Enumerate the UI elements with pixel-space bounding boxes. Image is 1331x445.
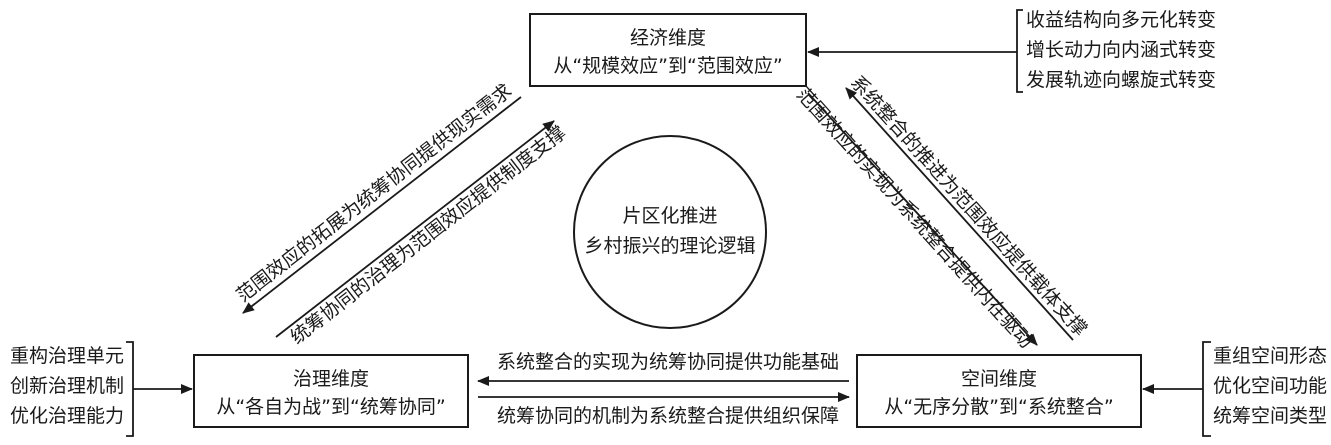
spatial-title: 空间维度 [961, 368, 1037, 390]
governance-item-2: 创新治理机制 [10, 375, 124, 397]
label-bottom-top: 系统整合的实现为统筹协同提供功能基础 [497, 351, 839, 373]
economic-item-2: 增长动力向内涵式转变 [1026, 39, 1216, 61]
spatial-item-3: 统筹空间类型 [1213, 405, 1327, 427]
economic-dimension-box: 经济维度 从“规模效应”到“范围效应” [529, 13, 807, 87]
spatial-subtitle: 从“无序分散”到“系统整合” [884, 396, 1113, 418]
spatial-item-1: 重组空间形态 [1213, 345, 1327, 367]
arrow-governance-to-economic [275, 120, 555, 338]
edge-governance-spatial: 系统整合的实现为统筹协同提供功能基础 统筹协同的机制为系统整合提供组织保障 [477, 351, 850, 427]
arrow-economic-to-governance [242, 96, 522, 314]
governance-item-3: 优化治理能力 [10, 405, 124, 427]
spatial-dimension-box: 空间维度 从“无序分散”到“系统整合” [856, 354, 1142, 428]
economic-title: 经济维度 [630, 27, 706, 49]
spatial-measures: 重组空间形态 优化空间功能 统筹空间类型 [1142, 341, 1327, 437]
label-bottom-bottom: 统筹协同的机制为系统整合提供组织保障 [497, 405, 839, 427]
center-line2: 乡村振兴的理论逻辑 [584, 235, 755, 257]
edge-economic-governance: 范围效应的拓展为统筹协同提供现实需求 统筹协同的治理为范围效应提供制度支撑 [232, 80, 570, 349]
center-concept: 片区化推进 乡村振兴的理论逻辑 [573, 135, 767, 329]
economic-item-3: 发展轨迹向螺旋式转变 [1026, 69, 1216, 91]
economic-transformations: 收益结构向多元化转变 增长动力向内涵式转变 发展轨迹向螺旋式转变 [807, 9, 1216, 93]
spatial-item-2: 优化空间功能 [1213, 375, 1327, 397]
economic-subtitle: 从“规模效应”到“范围效应” [553, 55, 782, 77]
arrow-spatial-to-economic [845, 87, 1074, 341]
economic-item-1: 收益结构向多元化转变 [1026, 9, 1216, 31]
spatial-bracket [1202, 341, 1211, 437]
governance-subtitle: 从“各自为战”到“统筹协同” [216, 396, 445, 418]
arrow-economic-to-spatial [807, 92, 1038, 346]
governance-bracket [126, 341, 134, 437]
governance-measures: 重构治理单元 创新治理机制 优化治理能力 [10, 341, 193, 437]
label-right-outer: 系统整合的推进为范围效应提供载体支撑 [846, 72, 1091, 341]
governance-title: 治理维度 [293, 368, 369, 390]
governance-item-1: 重构治理单元 [10, 345, 124, 367]
governance-dimension-box: 治理维度 从“各自为战”到“统筹协同” [193, 354, 469, 428]
economic-bracket [1016, 9, 1023, 93]
label-right-inner: 范围效应的实现为系统整合提供内在驱动 [792, 84, 1037, 353]
center-line1: 片区化推进 [622, 205, 717, 227]
edge-economic-spatial: 系统整合的推进为范围效应提供载体支撑 范围效应的实现为系统整合提供内在驱动 [792, 72, 1091, 353]
